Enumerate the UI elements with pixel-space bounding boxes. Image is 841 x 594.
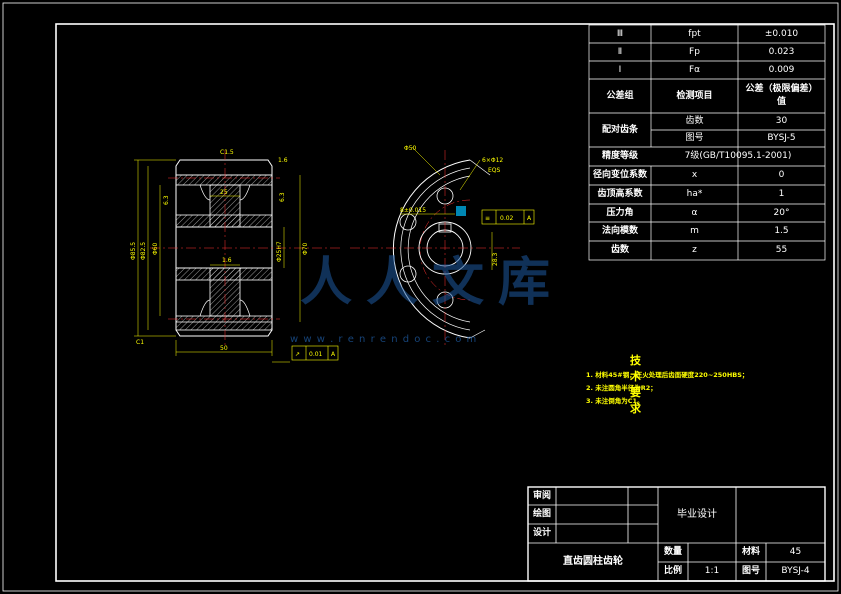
runout-ref: A [331,351,336,358]
param-label-2: 压力角 [606,207,634,218]
tb-quantity-value [688,543,736,562]
section-view: Φ85.5 Φ82.5 Φ60 Φ70 Φ25H7 50 25 C1.5 C1 … [130,149,340,363]
tb-scale-label: 比例 [663,566,682,576]
symmetry-value: 0.02 [500,215,514,222]
row-group-1: Ⅰ [618,64,622,75]
param-symbol-4: z [692,245,697,255]
param-label-1: 齿顶高系数 [597,189,643,199]
dim-holes: 6×Φ12 [482,157,503,164]
dim-keyway: 8±0.015 [400,207,426,214]
dim-rough-c: 1.6 [222,257,232,264]
param-value-0: 0 [778,170,785,180]
web-hole-3 [399,265,417,283]
front-view: Φ50 6×Φ12 EQS 8±0.015 28.3 ≡ 0.02 A [350,145,535,345]
dim-pcd: Φ50 [404,145,417,152]
dim-pitch-diameter: Φ82.5 [140,242,147,260]
mating-gear-label: 配对齿条 [601,124,638,135]
web-hole-2 [399,213,417,231]
header-tolerance: 公差（极限偏差）值 [745,84,818,107]
dim-bore-diameter: Φ25H7 [276,241,283,262]
mating-drawing-value: BYSJ-5 [767,133,796,143]
tb-quantity-label: 数量 [663,547,682,557]
row-symbol-1: Fα [688,64,701,75]
row-group-3: Ⅲ [616,28,624,39]
row-value-1: 0.009 [768,64,795,75]
watermark-url: w w w . r e n r e n d o c . c o m [290,334,478,345]
dim-key-depth: 28.3 [492,252,499,266]
title-block-grid [527,486,826,582]
tech-item-1: 1. 材料45#钢，正火处理后齿面硬度220~250HBS； [586,371,749,379]
dim-chamfer-b: C1 [136,339,144,346]
row-value-2: 0.023 [768,46,795,57]
tb-draw-label: 绘图 [532,509,551,519]
param-symbol-2: α [691,207,698,218]
runout-value: 0.01 [309,351,323,358]
tech-item-2: 2. 未注圆角半径为R2； [586,384,657,392]
header-item: 检测项目 [676,90,713,101]
dim-outer-diameter: Φ70 [302,242,309,255]
tb-project: 毕业设计 [677,509,717,520]
param-label-0: 径向变位系数 [592,170,647,180]
tb-review-label: 审阅 [532,490,551,501]
inspection-table-grid [588,24,826,261]
runout-tolerance-frame: ↗ 0.01 A [291,345,339,361]
tech-title: 技术要求 [630,354,642,415]
dim-tip-diameter: Φ85.5 [130,242,137,260]
dim-web: 25 [220,189,228,196]
header-group: 公差组 [606,90,634,101]
param-symbol-1: ha* [686,189,703,199]
row-symbol-2: Fp [689,46,700,57]
row-group-2: Ⅱ [617,46,623,57]
precision-label: 精度等级 [601,151,638,161]
dim-holes-eqs: EQS [488,167,501,174]
param-value-2: 20° [773,207,790,218]
dim-rough-a: 1.6 [278,157,288,164]
param-label-3: 法向模数 [601,226,638,236]
rim-bottom-section [175,315,273,331]
rim-top-section [175,174,273,186]
svg-text:≡: ≡ [485,215,490,222]
tb-drawing-no-value: BYSJ-4 [781,566,810,576]
tb-design-label: 设计 [532,528,551,538]
inner-frame [55,23,835,582]
tb-material-value: 45 [789,547,802,557]
gear-outline [175,159,273,337]
runout-symbol: ↗ [295,351,300,358]
param-value-4: 55 [775,245,788,255]
mating-teeth-label: 齿数 [685,116,704,126]
param-value-3: 1.5 [774,226,789,236]
dim-width: 50 [220,345,228,352]
param-label-4: 齿数 [610,245,629,255]
symmetry-tolerance-frame: ≡ 0.02 A [481,209,535,225]
symmetry-ref: A [527,215,532,222]
dim-chamfer-a: C1.5 [220,149,234,156]
precision-value: 7级(GB/T10095.1-2001) [684,151,792,161]
param-symbol-3: m [690,226,699,236]
row-symbol-3: fpt [688,28,701,39]
tb-drawing-no-label: 图号 [741,566,760,576]
mating-teeth-value: 30 [775,116,788,126]
dim-rough-d: 6.3 [163,195,170,205]
param-value-1: 1 [778,189,785,199]
hub-top-section [175,214,273,228]
dim-rough-b: 6.3 [279,192,286,202]
row-value-3: ±0.010 [764,28,799,39]
tb-material-label: 材料 [741,547,760,557]
watermark-brand: 人人文库 [300,253,565,313]
front-outer-arc [392,159,471,339]
dim-hub-diameter: Φ60 [152,242,159,255]
mating-drawing-label: 图号 [685,133,704,143]
param-symbol-0: x [691,170,698,180]
tb-part-name: 直齿圆柱齿轮 [563,556,623,567]
tech-item-3: 3. 未注倒角为C1。 [586,397,644,405]
tb-scale-value: 1:1 [704,566,720,576]
